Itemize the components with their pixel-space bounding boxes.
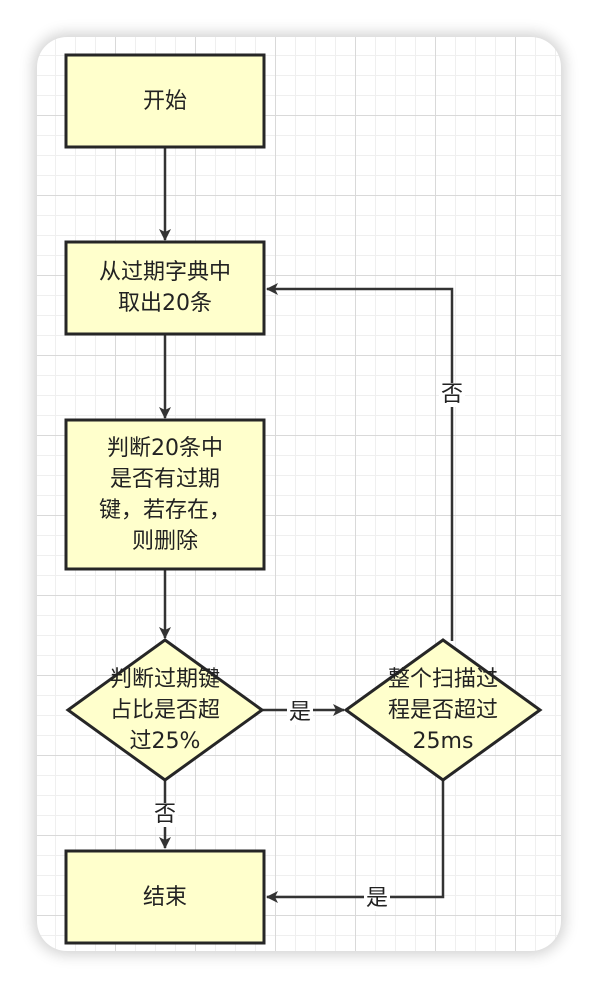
start-node	[64, 53, 266, 149]
ratio-decision-node	[65, 638, 265, 782]
check-delete-node	[64, 418, 266, 571]
end-node	[64, 849, 266, 945]
check-delete-node-label: 判断20条中 是否有过期 键，若存在， 则删除	[98, 435, 231, 554]
edge-time-to-fetch	[266, 283, 454, 641]
time-no-label: 否	[439, 382, 466, 407]
time-decision-node	[343, 638, 543, 782]
time-yes-label: 是	[364, 886, 391, 911]
edge-time-to-end	[266, 780, 445, 903]
ratio-no-label: 否	[152, 802, 179, 827]
ratio-yes-label: 是	[287, 700, 314, 725]
fetch-node	[64, 240, 266, 336]
grid-background	[37, 37, 561, 951]
ratio-decision-node-label: 判断过期键 占比是否超 过25%	[109, 666, 220, 754]
end-node-label: 结束	[142, 884, 187, 910]
start-node-label: 开始	[142, 88, 187, 114]
time-decision-node-label: 整个扫描过 程是否超过 25ms	[387, 666, 498, 754]
fetch-node-label: 从过期字典中 取出20条	[98, 260, 231, 316]
